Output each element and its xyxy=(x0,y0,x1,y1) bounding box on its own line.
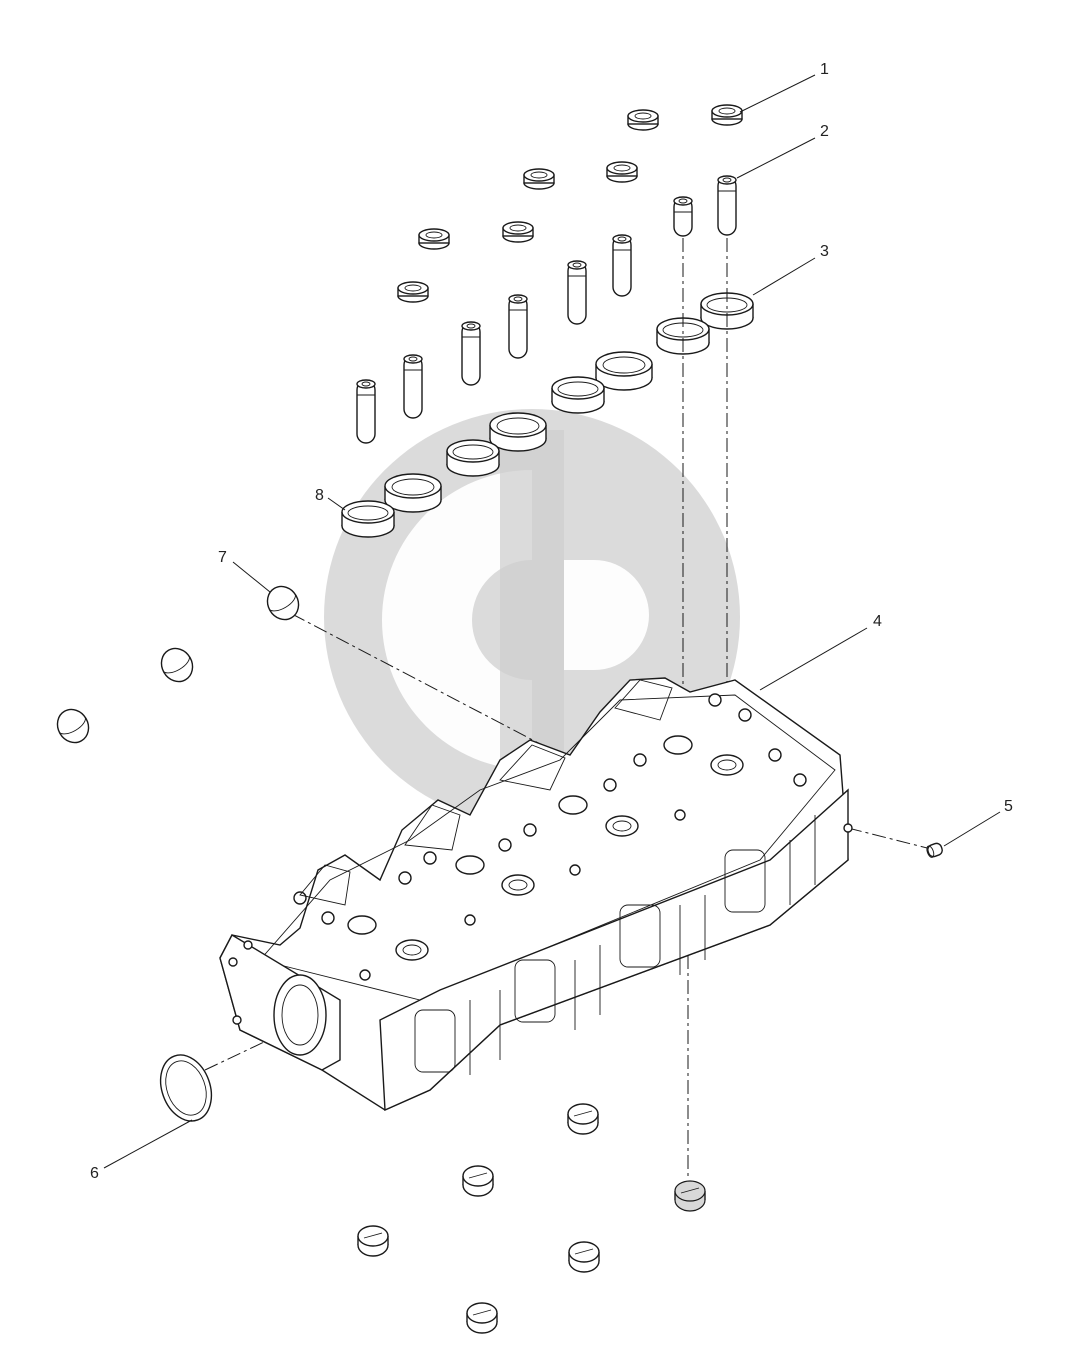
leader-lines xyxy=(103,74,1001,1169)
valve-guide-seal xyxy=(397,281,429,303)
valve-guide xyxy=(612,234,632,297)
bolt-holes xyxy=(293,693,807,981)
valve-seat-insert xyxy=(384,473,442,513)
callout-6: 6 xyxy=(90,1165,99,1182)
expansion-plug xyxy=(568,1241,600,1273)
valve-guide-seal xyxy=(606,161,638,183)
valve-guide-seal xyxy=(711,104,743,126)
expansion-plug xyxy=(266,585,300,621)
callout-2: 2 xyxy=(820,123,829,140)
expansion-plug xyxy=(160,647,194,683)
valve-guides xyxy=(356,175,737,444)
expansion-plug xyxy=(56,708,90,744)
callout-1: 1 xyxy=(820,61,829,78)
valve-guide-seal xyxy=(418,228,450,250)
expansion-plugs-bottom xyxy=(357,1103,706,1334)
valve-guide xyxy=(567,260,587,325)
large-expansion-plug xyxy=(159,1054,213,1122)
cylinder-head xyxy=(219,677,853,1112)
valve-seat-insert xyxy=(489,412,547,452)
valve-seat-insert xyxy=(341,500,395,538)
valve-guide-seal xyxy=(502,221,534,243)
expansion-plug xyxy=(567,1103,599,1135)
dowel-pin xyxy=(926,842,943,858)
valve-guide xyxy=(461,321,481,386)
valve-seat-insert xyxy=(551,376,605,414)
callout-7: 7 xyxy=(218,549,227,566)
valve-guide-seals xyxy=(397,104,743,303)
expansion-plugs-left xyxy=(56,585,300,744)
expansion-plug xyxy=(466,1302,498,1334)
callout-3: 3 xyxy=(820,243,829,260)
valve-guide-seal xyxy=(627,109,659,131)
valve-seat-insert xyxy=(446,439,500,477)
valve-guide xyxy=(673,196,693,237)
callout-5: 5 xyxy=(1004,798,1013,815)
valve-guide-seal xyxy=(523,168,555,190)
valve-seat-insert xyxy=(595,351,653,391)
expansion-plug xyxy=(462,1165,494,1197)
expansion-plug xyxy=(357,1225,389,1257)
valve-guide xyxy=(403,354,423,419)
valve-seat-inserts xyxy=(341,292,754,538)
callout-4: 4 xyxy=(873,613,882,630)
valve-guide xyxy=(356,379,376,444)
expansion-plug xyxy=(674,1180,706,1212)
valve-guide xyxy=(508,294,528,359)
callout-labels: 1 2 3 4 5 6 7 8 xyxy=(90,61,1013,1182)
callout-8: 8 xyxy=(315,487,324,504)
valve-bores xyxy=(347,735,744,961)
valve-guide xyxy=(717,175,737,236)
valve-seat-insert xyxy=(656,317,710,355)
